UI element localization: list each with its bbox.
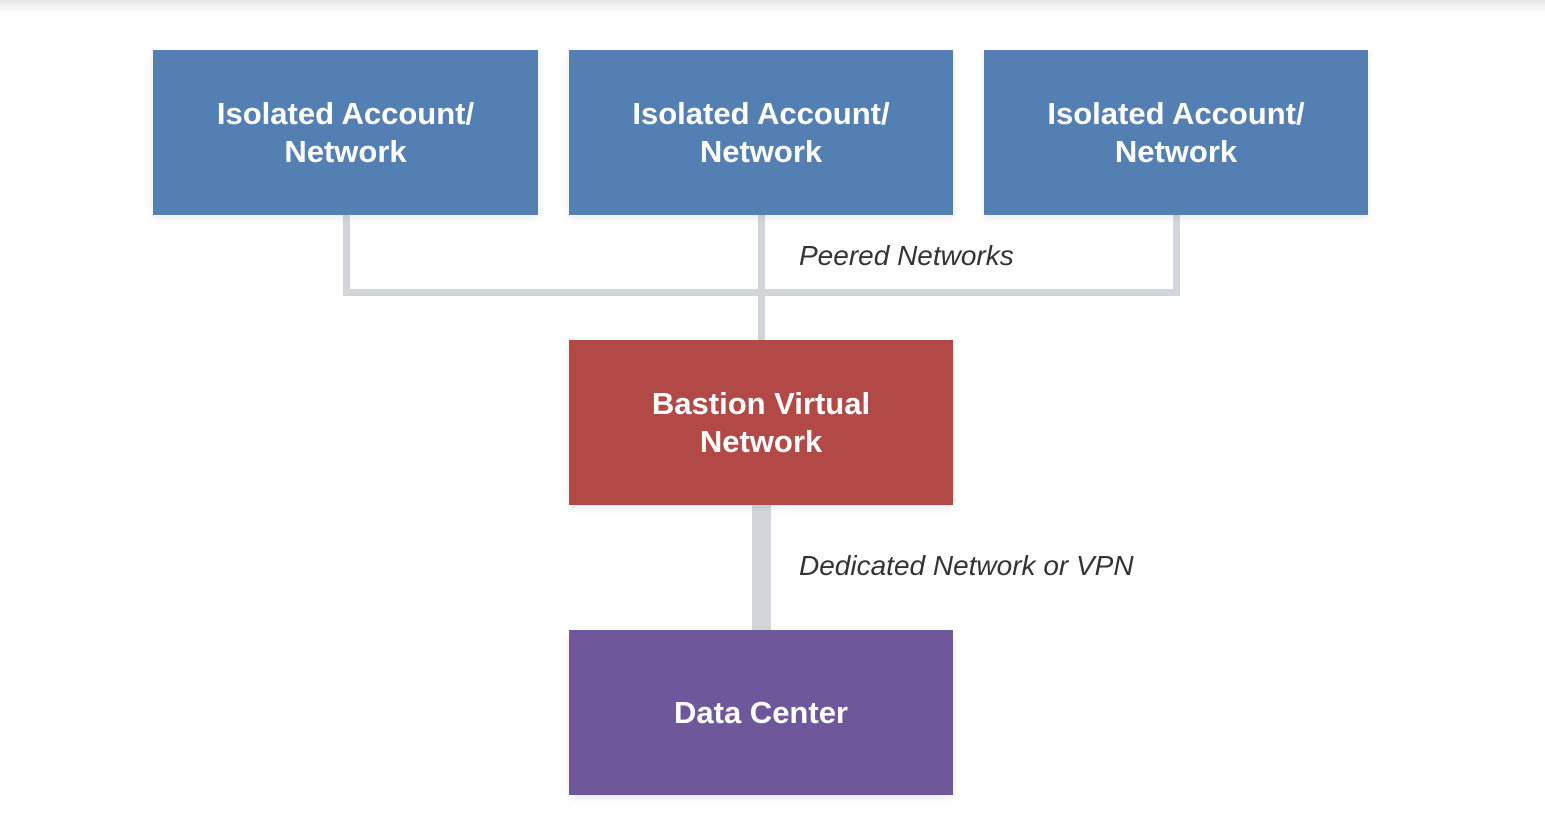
edge-label-dedicated-network-or-vpn: Dedicated Network or VPN bbox=[799, 550, 1134, 581]
node-isolated-account-1: Isolated Account/ Network bbox=[153, 50, 538, 215]
connector-isolated3-to-peer-bus bbox=[1173, 215, 1180, 296]
node-isolated-account-2: Isolated Account/ Network bbox=[569, 50, 953, 215]
connector-isolated1-to-peer-bus bbox=[343, 215, 350, 296]
node-data-center: Data Center bbox=[569, 630, 953, 795]
node-bastion-virtual-network: Bastion Virtual Network bbox=[569, 340, 953, 505]
node-isolated-account-1-label: Isolated Account/ Network bbox=[216, 95, 475, 169]
node-bastion-virtual-network-label: Bastion Virtual Network bbox=[651, 385, 871, 459]
node-isolated-account-3: Isolated Account/ Network bbox=[984, 50, 1368, 215]
top-edge-shadow bbox=[0, 0, 1545, 14]
connector-bastion-to-datacenter bbox=[752, 505, 771, 630]
node-data-center-label: Data Center bbox=[674, 694, 848, 730]
edge-label-peered-networks: Peered Networks bbox=[799, 240, 1014, 271]
node-isolated-account-3-label: Isolated Account/ Network bbox=[1047, 95, 1305, 169]
connector-isolated2-to-bastion bbox=[758, 215, 765, 340]
connector-peer-bus bbox=[343, 289, 1180, 296]
node-isolated-account-2-label: Isolated Account/ Network bbox=[632, 95, 890, 169]
